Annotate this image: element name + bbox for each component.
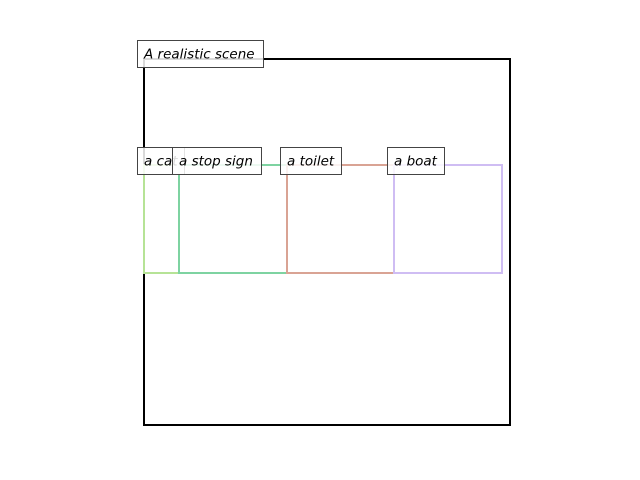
object-box-cat [143,164,180,274]
scene-caption-text: A realistic scene [143,47,255,63]
object-box-toilet [286,164,395,274]
object-label-text: a boat [394,154,438,170]
object-label-text: a toilet [287,154,335,170]
object-label-stop-sign: a stop sign [172,147,262,175]
scene-caption-box [137,40,264,68]
object-label-box [280,147,342,175]
object-label-boat: a boat [387,147,445,175]
object-box-stop-sign [178,164,288,274]
object-label-box [172,147,262,175]
object-label-text: a cat [144,154,178,170]
object-label-text: a stop sign [179,154,253,170]
object-box-boat [393,164,503,274]
object-label-box [387,147,445,175]
scene-caption-label: A realistic scene [137,40,264,68]
object-label-toilet: a toilet [280,147,342,175]
scene-frame [143,58,511,426]
